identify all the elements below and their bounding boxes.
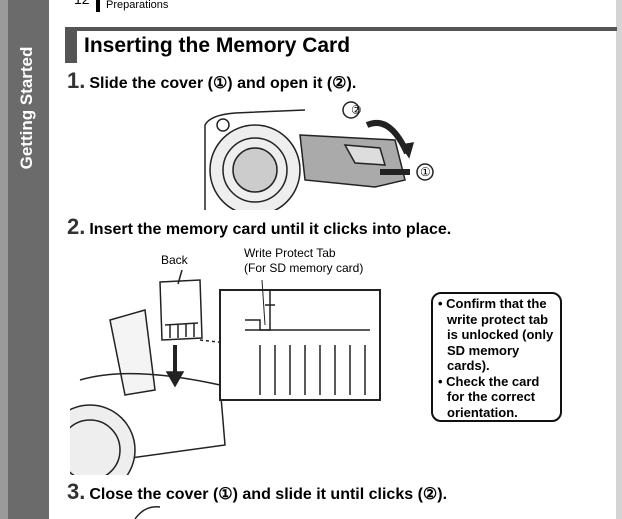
step-number: 1. (67, 68, 86, 93)
step-text: Slide the cover (①) and open it (②). (89, 75, 357, 92)
write-protect-sublabel: (For SD memory card) (244, 261, 364, 275)
step-number: 2. (67, 214, 86, 239)
note-item: • Confirm that the write protect tab is … (438, 296, 554, 373)
step-number: 3. (67, 479, 86, 504)
scrollbar[interactable] (616, 0, 622, 519)
step-3: 3.Close the cover (①) and slide it until… (67, 479, 447, 505)
step-2: 2.Insert the memory card until it clicks… (67, 214, 451, 240)
back-label: Back (161, 253, 188, 267)
page-number: 12 (74, 0, 90, 7)
camera-cover-illustration (204, 101, 434, 210)
note-text: Check the card for the correct orientati… (446, 373, 540, 420)
write-protect-label: Write Protect Tab (244, 246, 336, 260)
note-item: • Check the card for the correct orienta… (438, 373, 540, 420)
note-box: • Confirm that the write protect tab is … (431, 292, 562, 422)
sidebar-tab: Getting Started (0, 0, 49, 519)
header-section: Preparations (106, 0, 169, 11)
sidebar-strip (0, 0, 8, 519)
cover-close-illustration (134, 506, 161, 519)
step-1: 1.Slide the cover (①) and open it (②). (67, 68, 356, 94)
title-bar: Inserting the Memory Card (65, 27, 617, 63)
page-title: Inserting the Memory Card (84, 34, 351, 57)
step-text: Close the cover (①) and slide it until c… (89, 486, 448, 503)
callout-1: ① (420, 165, 431, 179)
header-divider (96, 0, 100, 12)
callout-2: ② (351, 103, 362, 117)
sidebar-section-label: Getting Started (17, 46, 36, 170)
note-text: Confirm that the write protect tab is un… (446, 296, 554, 373)
card-insert-illustration (70, 270, 381, 475)
title-marker (65, 31, 77, 63)
step-text: Insert the memory card until it clicks i… (89, 221, 452, 238)
